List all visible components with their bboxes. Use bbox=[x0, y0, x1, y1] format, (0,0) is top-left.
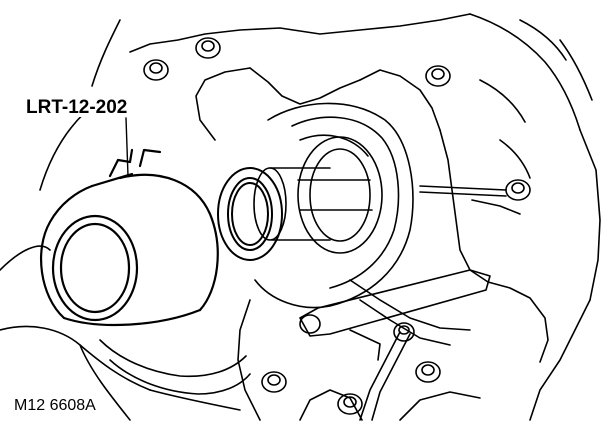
special-tool bbox=[39, 148, 219, 327]
figure-id: M12 6608A bbox=[12, 397, 98, 414]
crankshaft-stub bbox=[253, 167, 331, 241]
bolt-upper-left bbox=[143, 59, 169, 81]
bolt-right bbox=[419, 179, 531, 201]
oil-seal bbox=[217, 167, 283, 261]
bolt-top-left bbox=[195, 37, 221, 59]
crankshaft-housing bbox=[254, 102, 414, 309]
label-leader bbox=[125, 117, 129, 177]
bolt-bottom-center bbox=[337, 393, 363, 415]
bolt-bottom-left bbox=[261, 371, 287, 393]
bolt-top-right bbox=[425, 65, 451, 87]
bolt-bottom-right bbox=[415, 361, 441, 383]
engine-block bbox=[0, 13, 601, 421]
lower-pulley bbox=[99, 339, 251, 395]
bracket bbox=[299, 269, 491, 421]
bolt-lower-mid bbox=[393, 322, 415, 342]
tool-label: LRT-12-202 bbox=[24, 97, 130, 118]
